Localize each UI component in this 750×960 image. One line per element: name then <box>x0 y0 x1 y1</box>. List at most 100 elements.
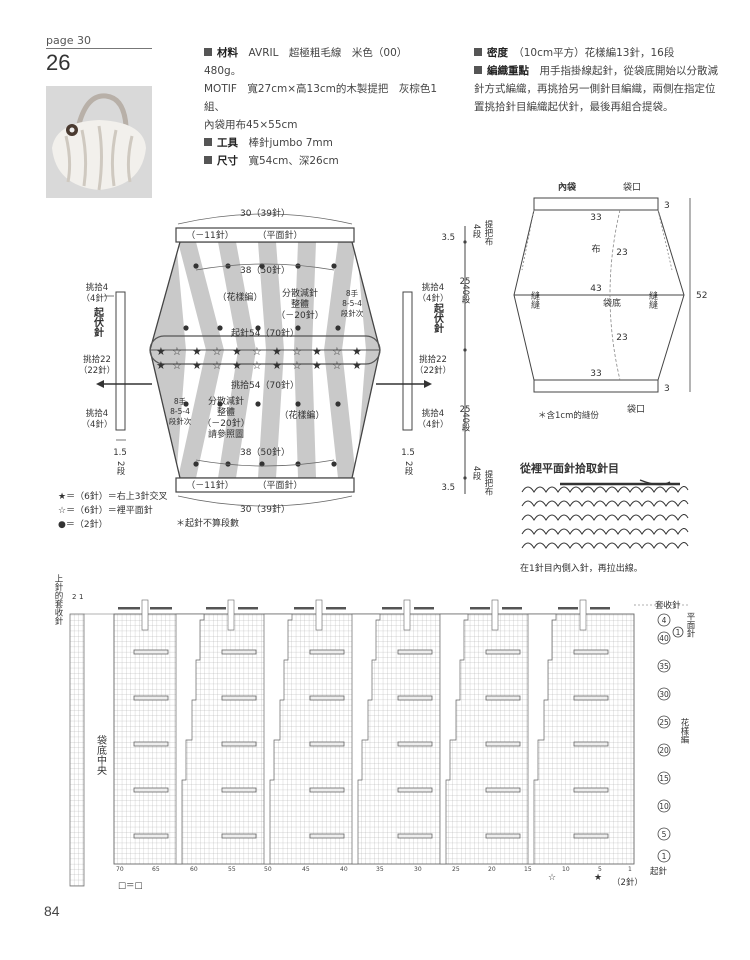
bullet-square-icon <box>474 66 482 74</box>
pattern-label-2: （花樣編） <box>279 409 324 421</box>
col-35: 35 <box>376 866 384 873</box>
bag-photo <box>46 86 152 198</box>
dim-4rows-bottom: 4段 <box>471 466 481 481</box>
col-10: 10 <box>562 866 570 873</box>
row-15: 15 <box>659 774 669 783</box>
svg-text:★: ★ <box>352 359 362 372</box>
pickup-title: 從裡平面針拾取針目 <box>520 462 619 475</box>
right-arrow-icon <box>424 380 432 388</box>
left-2rows: 2段 <box>115 461 125 476</box>
bag-schematic: ★☆★☆ ★☆★☆ ★☆★ ★☆★☆ ★☆★☆ ★☆★ 30（39針） （－11… <box>79 207 493 515</box>
right-garter-strip <box>402 291 413 431</box>
gauge-label: 密度 <box>487 47 508 59</box>
dim-35-top: 3.5 <box>441 233 455 243</box>
bottom-width: 30（39針） <box>240 503 290 515</box>
col-1: 1 <box>628 866 632 873</box>
left-15: 1.5 <box>113 448 127 458</box>
svg-text:★: ★ <box>156 359 166 372</box>
cf-row1: 8手 <box>346 288 359 298</box>
bind-off-marks <box>118 607 610 610</box>
right-pick4a-st: （4針） <box>418 293 449 304</box>
top-minus: （－11針） <box>186 229 233 241</box>
stitch-chart: 上針的套收針 2 1 袋底中央 <box>53 574 695 891</box>
svg-text:☆: ☆ <box>172 359 182 372</box>
chart-white-star-icon: ☆ <box>548 873 556 883</box>
svg-text:☆: ☆ <box>332 345 342 358</box>
lining-w33-bottom: 33 <box>590 369 601 379</box>
cf-row5: 8-5-4 <box>170 407 190 416</box>
svg-text:☆: ☆ <box>332 359 342 372</box>
shaping-label: 整體 <box>291 298 309 310</box>
lining-seam-note: ＊含1cm的縫份 <box>538 410 599 421</box>
row-20: 20 <box>659 746 669 755</box>
svg-text:★: ★ <box>232 359 242 372</box>
col-5: 5 <box>598 866 602 873</box>
row-numbers: 4 1 40 35 30 25 20 15 10 5 1 <box>657 613 684 863</box>
svg-text:☆: ☆ <box>212 345 222 358</box>
minus20-upper: （－20針） <box>276 309 323 321</box>
row-10: 10 <box>659 802 669 811</box>
dim-handle-bottom: 提把布 <box>483 469 493 496</box>
materials-line2: MOTIF 寬27cm×高13cm的木製提把 灰棕色1組、 <box>204 83 438 113</box>
chart-center-label: 袋底中央 <box>95 734 107 776</box>
svg-text:★: ★ <box>156 345 166 358</box>
materials-block: 材料 AVRIL 超極粗毛線 米色（00）480g。 MOTIF 寬27cm×高… <box>204 44 444 170</box>
svg-text:★: ★ <box>232 345 242 358</box>
svg-text:☆: ☆ <box>252 345 262 358</box>
points-label: 編織重點 <box>487 65 529 77</box>
bullet-square-icon <box>474 48 482 56</box>
svg-text:★: ★ <box>192 345 202 358</box>
left-garter-strip <box>115 291 126 431</box>
page-number: 84 <box>44 903 60 919</box>
lining-w33-top: 33 <box>590 213 601 223</box>
chart-box-legend: □＝□ <box>118 881 143 891</box>
cf-row6: 段針次 <box>169 416 192 426</box>
cf-row2: 8-5-4 <box>342 299 362 308</box>
row-30: 30 <box>659 690 669 699</box>
upper-38: 38（50針） <box>240 264 290 276</box>
col-40: 40 <box>340 866 348 873</box>
dim-40-lower: 40段 <box>460 412 470 432</box>
lining-h23-top: 23 <box>616 248 627 258</box>
lining-3-top: 3 <box>664 201 670 211</box>
top-band <box>175 227 355 243</box>
dim-40-upper: 40段 <box>460 284 470 304</box>
svg-text:★: ★ <box>272 359 282 372</box>
col-15: 15 <box>524 866 532 873</box>
page-label: page 30 <box>46 34 91 47</box>
lining-mouth-top: 袋口 <box>623 181 641 193</box>
lining-w43: 43 <box>590 284 601 294</box>
cf-row4: 8手 <box>174 396 187 406</box>
svg-text:★: ★ <box>192 359 202 372</box>
size-label: 尺寸 <box>217 155 238 167</box>
bullet-square-icon <box>204 138 212 146</box>
row-5: 5 <box>662 830 667 839</box>
points-line1: 用手指掛線起針，從袋底開始以分散減 <box>539 65 719 77</box>
row-35: 35 <box>659 662 669 671</box>
col-45: 45 <box>302 866 310 873</box>
cast-on-note: ＊起針不算段數 <box>176 519 240 529</box>
left-pick4b: 挑拾4 <box>86 408 108 419</box>
lining-h52: 52 <box>696 291 707 301</box>
materials-label: 材料 <box>217 47 238 59</box>
pattern-number: 26 <box>46 50 71 75</box>
right-2rows: 2段 <box>403 461 413 476</box>
points-line3: 置挑拾針目編織起伏針，最後再組合提袋。 <box>474 101 674 113</box>
left-pick4a: 挑拾4 <box>86 282 108 293</box>
dim-handle-top: 提把布 <box>483 219 493 246</box>
pattern-label: （花樣編） <box>217 291 262 303</box>
materials-line3: 內袋用布45×55cm <box>204 119 298 131</box>
row-40: 40 <box>659 634 669 643</box>
svg-text:★: ★ <box>272 345 282 358</box>
bullet-square-icon <box>204 156 212 164</box>
decrease-steps <box>175 613 557 865</box>
lining-fabric: 布 <box>591 243 600 255</box>
left-pick22-st: （22針） <box>79 365 115 376</box>
legend: ★＝（6針）＝右上3針交叉 ☆＝（6針）＝裡平面針 ●＝（2針） <box>58 490 168 532</box>
svg-text:★: ★ <box>312 359 322 372</box>
chart-cast-on: 起針 <box>650 866 668 877</box>
chart-plain-label: 平面針 <box>685 612 695 638</box>
chart-circ2: 2 <box>72 593 76 601</box>
left-garter-label: 起伏針 <box>92 306 105 338</box>
bullet-square-icon <box>204 48 212 56</box>
